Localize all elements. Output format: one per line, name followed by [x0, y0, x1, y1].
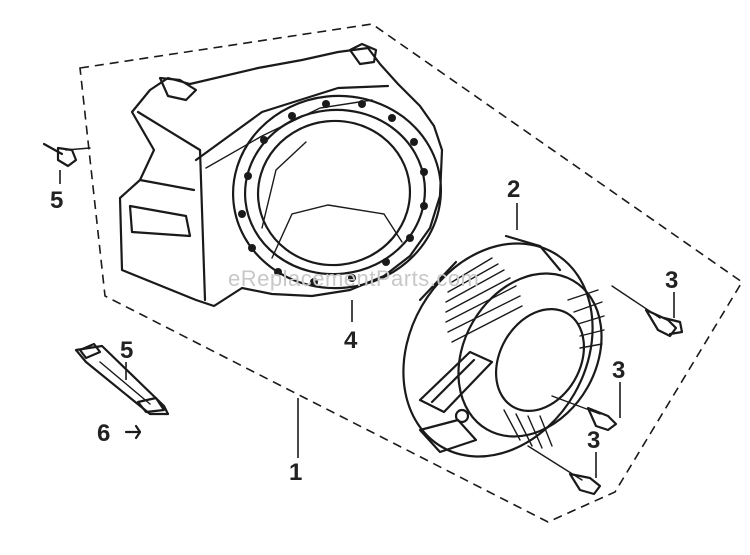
bolt-a: [611, 285, 684, 338]
bolt-b: [551, 395, 618, 432]
callout-2: 2: [507, 176, 520, 203]
callout-5-plate: 5: [120, 337, 133, 364]
fan-shroud: [118, 42, 444, 308]
callout-3-upper: 3: [665, 267, 678, 294]
guide-plate: [74, 342, 170, 416]
recoil-starter: [402, 234, 605, 458]
callout-5-bolt: 5: [50, 187, 63, 214]
flange-holes: [238, 100, 428, 286]
bolt-5: [42, 142, 91, 168]
callout-3-middle: 3: [612, 357, 625, 384]
bolt-c: [527, 445, 602, 496]
callout-6: 6: [97, 420, 110, 447]
starter-vent-slots: [445, 257, 605, 449]
callout-1: 1: [289, 459, 302, 486]
screw-6: [124, 424, 142, 440]
assembly-boundary: [79, 23, 744, 523]
callout-4: 4: [344, 327, 358, 354]
leader-lines: [59, 170, 675, 478]
watermark-text: eReplacementParts.com: [228, 266, 479, 291]
callout-3-lower: 3: [587, 427, 600, 454]
